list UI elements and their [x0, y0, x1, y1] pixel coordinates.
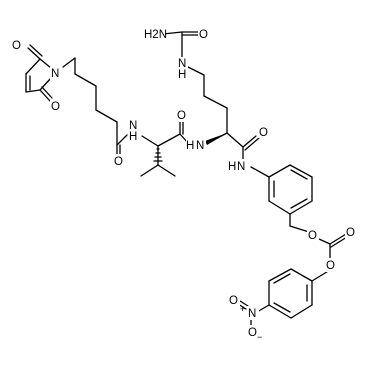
bonds — [25, 31, 348, 327]
nitro-n-o-double-a — [239, 300, 249, 307]
val-beta-methyl-2 — [157, 164, 176, 177]
hex-co-o-label: O — [114, 156, 123, 168]
ring1-inner-1 — [290, 169, 308, 180]
carbonate-o-label: O — [346, 227, 355, 239]
cit-co-o-label: O — [259, 127, 268, 139]
cit-co-double-bond-a — [242, 135, 257, 148]
val-nh-label: N — [129, 120, 137, 132]
mal-n-c-top — [39, 58, 52, 69]
maleimide-o-top-label: O — [12, 40, 21, 52]
ring1-inner-2 — [290, 198, 308, 209]
ring1-bond-1 — [268, 164, 291, 178]
nitro-plus-charge: + — [240, 304, 245, 314]
val-co-alpha-bond — [157, 133, 181, 147]
ring2-bond-1 — [290, 268, 313, 282]
cit-stereo-wedge — [205, 133, 227, 145]
cit-alpha-co-bond — [226, 132, 244, 148]
hex-chain-mal-n-bond — [62, 57, 76, 68]
urea-nh-h-label: H — [178, 69, 186, 81]
val-co-o-label: O — [177, 110, 186, 122]
carbonate-o-c-bond — [318, 238, 331, 245]
ring1-bond-5 — [268, 200, 291, 215]
hex-chain-bond-4 — [74, 73, 97, 87]
urea-c-n-bond — [162, 31, 183, 35]
cit-chain-bond-2 — [203, 95, 228, 109]
maleimide-n-label: N — [51, 68, 59, 80]
maleimide-o-bottom-label: O — [51, 101, 60, 113]
mal-c-bottom-o-b — [41, 86, 53, 99]
anilide-n-ring-bond — [250, 166, 270, 178]
cit-co-double-bond-b — [244, 137, 260, 151]
ring2-bond-4 — [268, 304, 292, 319]
ring2-bond-5 — [290, 304, 313, 319]
mal-n-c-bottom — [39, 77, 52, 91]
benzyl-o-bond — [289, 225, 310, 233]
nitro-minus-charge: − — [257, 332, 262, 342]
nitro-o-left-label: O — [229, 295, 238, 307]
mal-c-top-o-a — [27, 47, 41, 60]
atom-labels: H2N O N H O N H N H O N H O N O O O O O — [11, 27, 357, 342]
val-beta-methyl-1 — [140, 164, 159, 177]
mal-c-bottom-o-a — [39, 89, 51, 102]
ring2-inner-2 — [273, 302, 291, 313]
ring1-bond-4 — [289, 200, 313, 215]
nitro-n-label: N — [248, 308, 256, 320]
nitro-o-bottom-label: O — [248, 327, 257, 339]
carbonate-c-o-double-a — [329, 233, 347, 245]
urea-o-label: O — [199, 29, 208, 41]
urea-nh-label: N — [178, 58, 186, 70]
hex-chain-bond-2 — [95, 109, 118, 123]
ring2-bond-2 — [268, 268, 292, 282]
urea-nh2-label: H2N — [144, 29, 167, 41]
cit-nh-label: N — [196, 140, 204, 152]
benzyl-o-label: O — [308, 230, 317, 242]
ring1-bond-2 — [289, 164, 313, 178]
mal-c-top-o-b — [29, 44, 43, 57]
val-stereo-hash — [153, 148, 163, 162]
anilide-n-label: N — [237, 161, 245, 173]
mal-cc-bottom — [25, 89, 41, 93]
val-nh-hex-co-bond — [116, 134, 128, 146]
aryl-o-label: O — [326, 260, 335, 272]
carbonate-c-o-double-b — [330, 236, 348, 248]
ring2-inner-1 — [273, 273, 291, 284]
val-alpha-nh-bond — [141, 135, 159, 147]
anilide-nh-h-label: H — [228, 161, 236, 173]
mal-c-top-cc — [25, 58, 41, 75]
cit-nh-h-label: H — [186, 140, 194, 152]
val-nh-h-label: H — [129, 131, 137, 143]
